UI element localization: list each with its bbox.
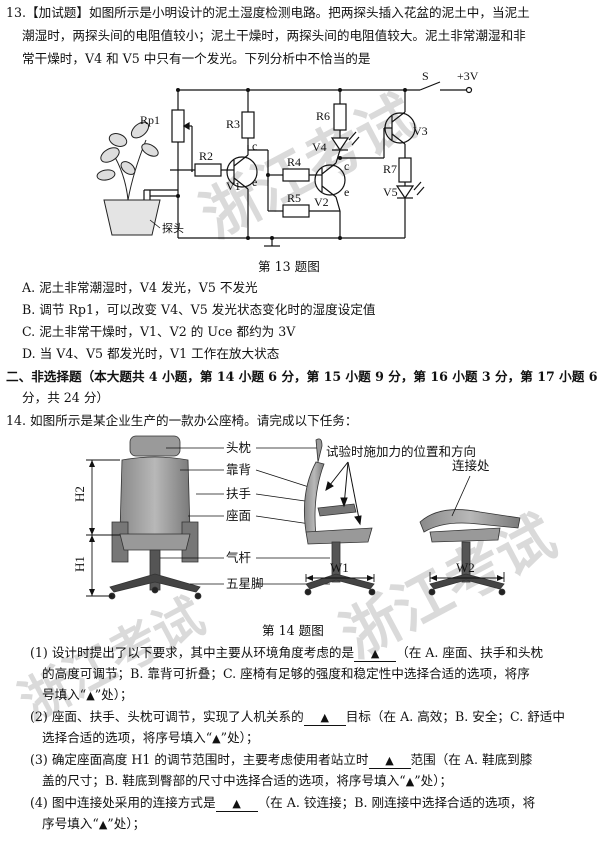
q14-p1-line1: (1) 设计时提出了以下要求，其中主要从环境角度考虑的是▲（在 A. 座面、扶手… [30,645,544,662]
label-v4: V4 [312,140,327,154]
label-e1: e [252,175,257,189]
label-h1: H1 [72,556,87,572]
label-joint: 连接处 [452,458,490,473]
chair-figure: H2 H1 头枕 靠背 扶手 座面 气杆 五星脚 试验时施加力的位置和方向 连接… [72,435,521,600]
section2-heading-cont: 分，共 24 分） [22,390,110,405]
label-rp1: Rp1 [140,113,160,127]
section2-heading: 二、非选择题（本大题共 4 小题，第 14 小题 6 分，第 15 小题 9 分… [6,369,597,384]
label-v5: V5 [383,185,398,199]
label-probe: 探头 [162,222,184,235]
q14-p4-line1: (4) 图中连接处采用的连接方式是▲（在 A. 铰连接；B. 刚连接中选择合适的… [30,795,536,812]
label-headrest: 头枕 [226,440,252,455]
label-c1: c [252,139,257,153]
circuit-diagram: Rp1 R3 R2 V1 c e R4 R5 V2 c e R6 V4 V3 R… [96,69,479,247]
label-v3: V3 [413,124,428,138]
q13-line-1: 13.【加试题】如图所示是小明设计的泥土湿度检测电路。把两探头插入花盆的泥土中，… [6,5,530,20]
label-r6: R6 [316,109,330,123]
q14-p1-line3: 号填入“▲”处）； [42,687,133,702]
q13-option-a: A. 泥土非常潮湿时，V4 发光，V5 不发光 [22,280,258,295]
label-h2: H2 [72,486,87,502]
label-e2: e [344,185,349,199]
q13-line-3: 常干燥时，V4 和 V5 中只有一个发光。下列分析中不恰当的是 [22,51,371,66]
label-vcc: +3V [457,69,479,83]
label-r7: R7 [383,162,397,176]
q13-caption: 第 13 题图 [258,259,320,274]
label-backrest: 靠背 [226,463,251,477]
label-v2: V2 [314,195,329,209]
q14-p2-line1: (2) 座面、扶手、头枕可调节，实现了人机关系的▲目标（在 A. 高效；B. 安… [30,709,565,726]
q13-option-b: B. 调节 Rp1，可以改变 V4、V5 发光状态变化时的湿度设定值 [22,302,376,317]
label-w1: W1 [330,560,349,575]
q13-option-c: C. 泥土非常干燥时，V1、V2 的 Uce 都约为 3V [22,324,296,339]
label-r3: R3 [226,117,240,131]
label-force: 试验时施加力的位置和方向 [326,444,476,459]
label-armrest: 扶手 [226,486,251,501]
q14-p2-line2: 选择合适的选项，将序号填入“▲”处）； [42,730,259,745]
label-r2: R2 [199,149,213,163]
label-seat: 座面 [226,508,251,523]
q14-caption: 第 14 题图 [262,623,324,638]
label-base: 五星脚 [226,576,264,591]
q13-option-d: D. 当 V4、V5 都发光时，V1 工作在放大状态 [22,346,280,361]
label-r5: R5 [287,191,301,205]
answer-blank-4[interactable]: ▲ [215,796,258,812]
q14-p3-line1: (3) 确定座面高度 H1 的调节范围时，主要考虑使用者站立时▲范围（在 A. … [30,752,533,769]
label-s: S [422,69,429,83]
q13-line-2: 潮湿时，两探头间的电阻值较小；泥土干燥时，两探头间的电阻值较大。泥土非常潮湿和非 [22,28,526,43]
label-w2: W2 [456,560,475,575]
q14-p4-line2: 序号填入“▲”处）； [42,816,146,831]
answer-blank-2[interactable]: ▲ [303,710,346,726]
q14-p3-line2: 盖的尺寸；B. 鞋底到臀部的尺寸中选择合适的选项，将序号填入“▲”处）； [42,773,453,788]
label-gaslift: 气杆 [226,550,252,565]
label-c2: c [344,159,349,173]
label-r4: R4 [287,155,301,169]
label-v1: V1 [226,179,241,193]
q14-intro: 14. 如图所示是某企业生产的一款办公座椅。请完成以下任务： [6,413,358,428]
answer-blank-1[interactable]: ▲ [354,646,397,662]
q14-p1-line2: 的高度可调节；B. 靠背可折叠；C. 座椅有足够的强度和稳定性中选择合适的选项，… [42,666,530,681]
answer-blank-3[interactable]: ▲ [368,753,411,769]
